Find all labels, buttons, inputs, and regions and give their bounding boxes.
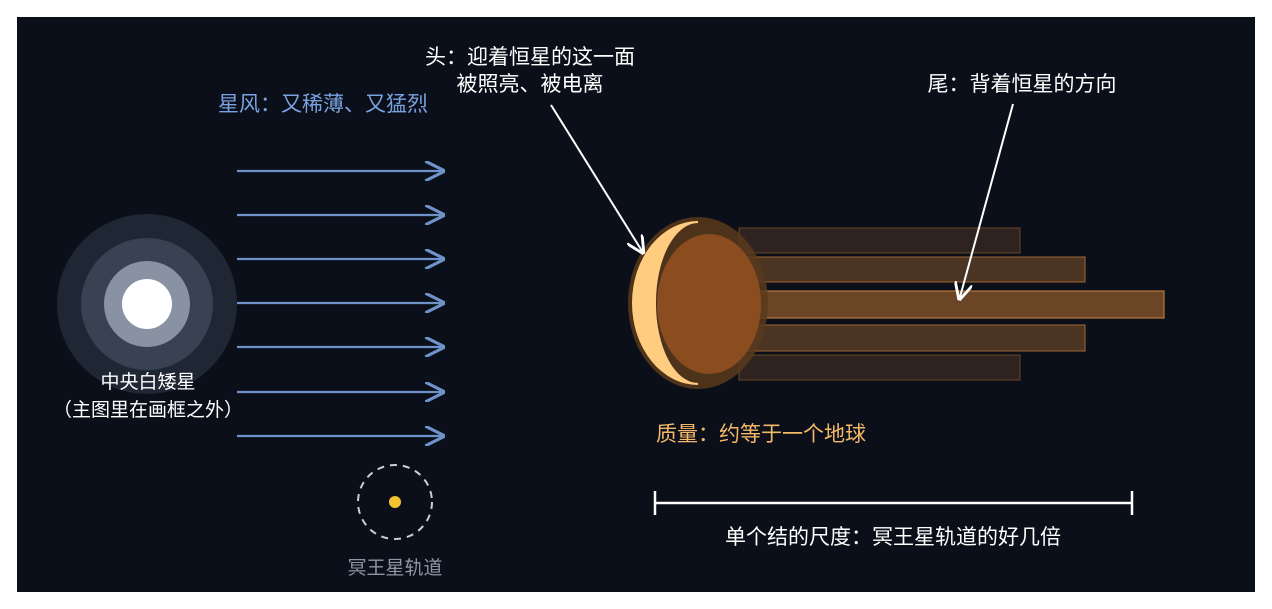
pluto-orbit-label: 冥王星轨道 — [347, 557, 442, 579]
diagram-canvas: 中央白矮星 （主图里在画框之外） 星风：又稀薄、又猛烈 冥王星轨道 头：迎着恒星… — [17, 17, 1255, 592]
knot-head — [628, 217, 768, 389]
white-dwarf-icon — [57, 214, 237, 394]
illuminated-crescent — [632, 221, 698, 385]
mass-label: 质量：约等于一个地球 — [656, 422, 866, 446]
tail-label: 尾：背着恒星的方向 — [928, 72, 1117, 96]
head-label-line2: 被照亮、被电离 — [457, 72, 604, 96]
star-name-label: 中央白矮星 — [100, 371, 195, 393]
tail-band — [738, 354, 1021, 381]
star-note-label: （主图里在画框之外） — [53, 399, 243, 421]
tail-band — [738, 324, 1086, 352]
knot-core — [657, 234, 761, 374]
tail-band — [738, 290, 1165, 319]
scale-bar — [653, 491, 1134, 515]
knot-tail — [738, 227, 1165, 381]
stellar-wind-label: 星风：又稀薄、又猛烈 — [218, 92, 428, 116]
tail-band — [738, 256, 1086, 283]
tail-pointer-arrow — [960, 103, 1014, 297]
head-pointer-arrow — [550, 104, 642, 251]
stellar-wind-arrows — [237, 171, 443, 436]
scale-label: 单个结的尺度：冥王星轨道的好几倍 — [725, 525, 1061, 549]
diagram-svg: 中央白矮星 （主图里在画框之外） 星风：又稀薄、又猛烈 冥王星轨道 头：迎着恒星… — [53, 45, 1165, 579]
head-label-line1: 头：迎着恒星的这一面 — [425, 45, 635, 69]
orbit-circle-icon — [357, 464, 433, 540]
